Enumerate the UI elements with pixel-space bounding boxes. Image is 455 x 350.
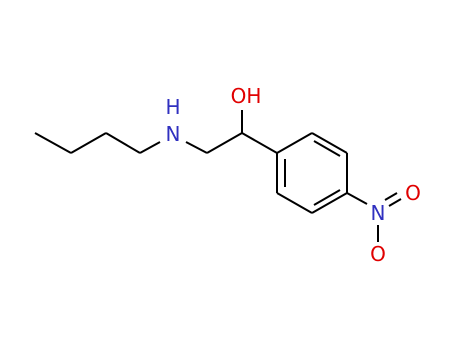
bond-c4-n — [139, 141, 161, 154]
nitro-oxygen-bottom-label: O — [370, 242, 386, 266]
ring-bond-4 — [311, 192, 348, 214]
bond-n-o-top-b — [384, 192, 398, 201]
ring-bond-1 — [276, 132, 313, 154]
nitro-oxygen-top-label: O — [405, 181, 421, 205]
ring-bond-5 — [276, 192, 313, 214]
amine-nitrogen-label: N — [166, 122, 181, 146]
nitro-nitrogen-label: N — [371, 201, 386, 225]
bond-ring-no2 — [346, 192, 368, 205]
hydroxyl-label: OH — [231, 84, 262, 108]
amine-hydrogen-label: H — [165, 95, 180, 119]
bond-c3-c4 — [105, 132, 141, 154]
bond-c2-c3 — [70, 132, 107, 154]
bond-n-ch2 — [185, 141, 208, 154]
ring-bond-2 — [311, 132, 348, 154]
bond-c1-c2 — [34, 132, 72, 154]
bond-ch2-choh — [206, 132, 243, 154]
bond-c-ring — [241, 132, 278, 154]
bond-n-o-top-a — [388, 198, 402, 207]
ring-double-bond-inner-3 — [313, 189, 341, 206]
ring-double-bond-inner-2 — [313, 140, 341, 157]
